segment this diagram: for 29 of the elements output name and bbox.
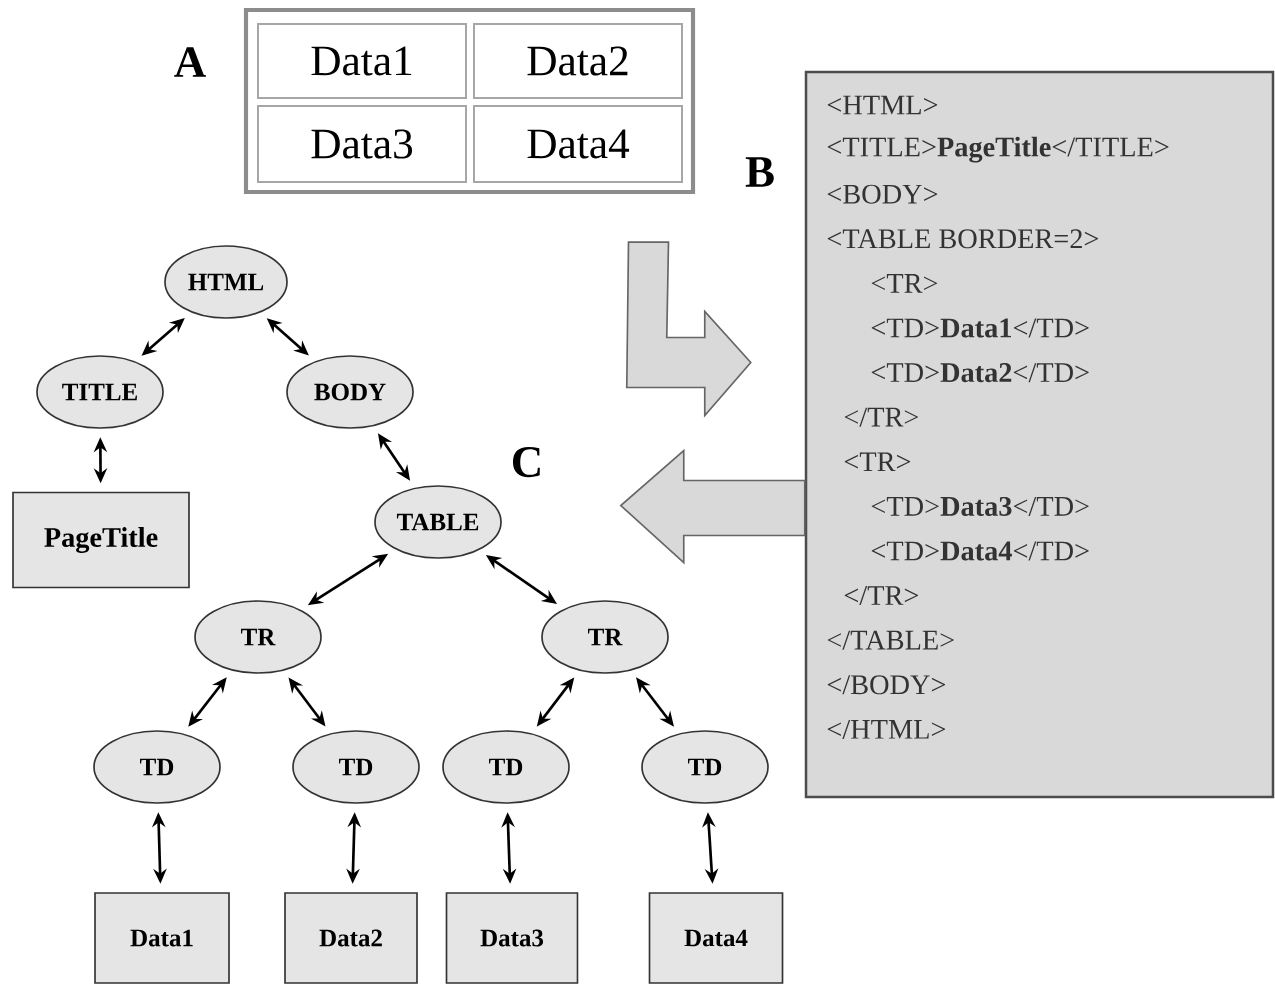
code-line: <TD>Data3</TD> bbox=[871, 496, 1089, 516]
block-arrow bbox=[619, 448, 806, 565]
code-line: </TR> bbox=[844, 586, 918, 606]
code-line: <TR> bbox=[871, 274, 938, 293]
table-cell: Data4 bbox=[473, 105, 683, 183]
tree-node-box: Data1 bbox=[94, 892, 230, 984]
code-line: <HTML> bbox=[827, 95, 938, 115]
table-cell: Data1 bbox=[257, 23, 467, 99]
tree-node-box: PageTitle bbox=[12, 491, 190, 589]
panel-letter: A bbox=[174, 47, 206, 77]
tree-node-box: Data2 bbox=[284, 892, 418, 984]
block-arrow bbox=[625, 241, 752, 418]
code-line: <TITLE>PageTitle</TITLE> bbox=[827, 136, 1169, 163]
tree-node-box: Data3 bbox=[445, 892, 579, 984]
code-line: <TD>Data4</TD> bbox=[871, 541, 1089, 561]
code-line: <TR> bbox=[844, 452, 911, 472]
panel-letter: C bbox=[512, 446, 540, 478]
tree-node-box: Data4 bbox=[648, 892, 784, 984]
code-line: <TABLE BORDER=2> bbox=[827, 229, 1099, 249]
code-line: </BODY> bbox=[827, 675, 946, 695]
code-line: <BODY> bbox=[827, 184, 938, 204]
code-line: </HTML> bbox=[827, 719, 946, 739]
code-line: </TABLE> bbox=[827, 630, 954, 650]
code-line: <TD>Data1</TD> bbox=[871, 318, 1089, 338]
table-cell: Data3 bbox=[257, 105, 467, 183]
code-line: <TD>Data2</TD> bbox=[871, 363, 1089, 383]
panel-letter: B bbox=[745, 157, 774, 187]
table-cell: Data2 bbox=[473, 23, 683, 99]
code-line: </TR> bbox=[844, 407, 918, 427]
